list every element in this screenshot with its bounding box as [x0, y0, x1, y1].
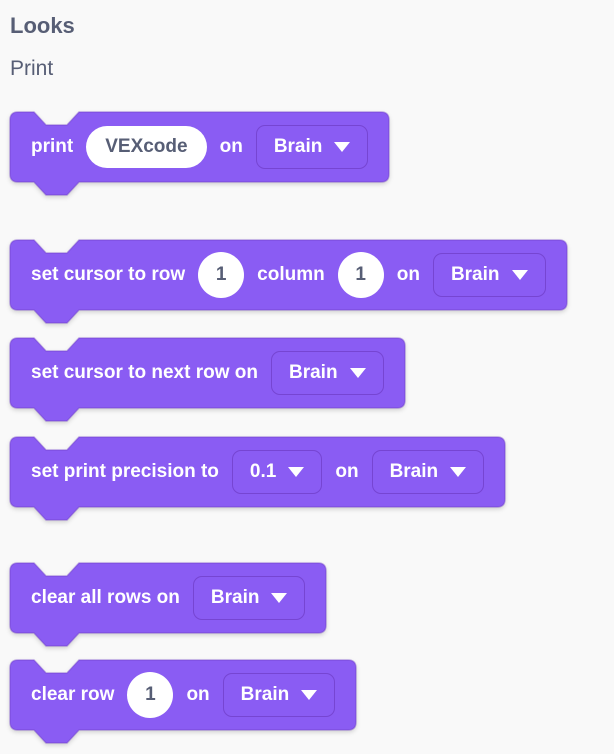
brain-dropdown[interactable]: Brain	[371, 450, 485, 494]
block-text: on	[219, 136, 243, 157]
caret-down-icon	[511, 270, 528, 280]
block-text: on	[186, 684, 210, 705]
dropdown-value: Brain	[288, 362, 338, 383]
block-text: clear row	[31, 684, 115, 705]
brain-dropdown[interactable]: Brain	[255, 125, 369, 169]
dropdown-value: Brain	[240, 684, 290, 705]
brain-dropdown[interactable]: Brain	[222, 673, 336, 717]
column-number-input[interactable]: 1	[337, 252, 384, 298]
category-title: Looks	[10, 13, 75, 38]
block-text: set cursor to row	[31, 264, 186, 285]
brain-dropdown[interactable]: Brain	[192, 576, 306, 620]
dropdown-value: Brain	[450, 264, 500, 285]
block-text: on	[335, 461, 359, 482]
block-set-cursor-next-row[interactable]: set cursor to next row on Brain	[9, 337, 406, 422]
caret-down-icon	[334, 142, 351, 152]
dropdown-value: Brain	[389, 461, 439, 482]
caret-down-icon	[288, 467, 305, 477]
caret-down-icon	[271, 593, 288, 603]
brain-dropdown[interactable]: Brain	[432, 253, 546, 297]
block-shape	[9, 436, 506, 521]
section-title: Print	[10, 57, 54, 80]
block-set-print-precision[interactable]: set print precision to 0.1 on Brain	[9, 436, 506, 521]
block-text: set cursor to next row on	[31, 362, 258, 383]
caret-down-icon	[301, 690, 318, 700]
block-shape	[9, 659, 357, 744]
dropdown-value: 0.1	[249, 461, 277, 482]
caret-down-icon	[349, 368, 366, 378]
block-text: on	[396, 264, 420, 285]
precision-dropdown[interactable]: 0.1	[231, 450, 323, 494]
print-text-input[interactable]: VEXcode	[86, 126, 207, 168]
block-shape	[9, 239, 568, 324]
caret-down-icon	[450, 467, 467, 477]
block-shape	[9, 562, 327, 647]
dropdown-value: Brain	[273, 136, 323, 157]
dropdown-value: Brain	[210, 587, 260, 608]
block-shape	[9, 337, 406, 422]
block-clear-row[interactable]: clear row 1 on Brain	[9, 659, 357, 744]
block-text: print	[31, 136, 74, 157]
block-text: clear all rows on	[31, 587, 180, 608]
row-number-input[interactable]: 1	[198, 252, 245, 298]
brain-dropdown[interactable]: Brain	[270, 351, 384, 395]
block-set-cursor-row-column[interactable]: set cursor to row 1 column 1 on Brain	[9, 239, 568, 324]
block-print[interactable]: print VEXcode on Brain	[9, 111, 390, 196]
block-text: set print precision to	[31, 461, 219, 482]
block-clear-all-rows[interactable]: clear all rows on Brain	[9, 562, 327, 647]
block-text: column	[257, 264, 325, 285]
row-number-input[interactable]: 1	[127, 672, 174, 718]
